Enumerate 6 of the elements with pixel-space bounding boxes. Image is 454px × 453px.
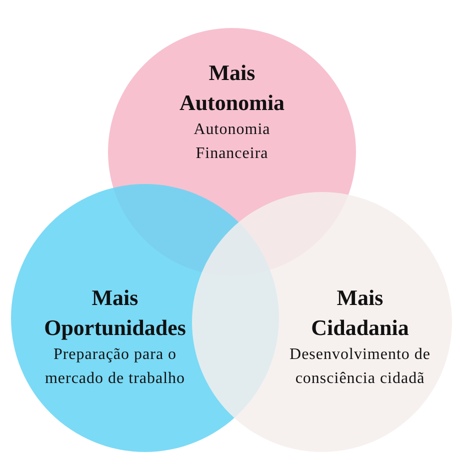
circle-heading: Mais Oportunidades (43, 284, 187, 342)
circle-heading: Mais Cidadania (310, 284, 410, 342)
circle-heading: Mais Autonomia (178, 59, 286, 117)
circle-description: Preparação para o mercado de trabalho (44, 345, 186, 389)
circle-description: Desenvolvimento de consciência cidadã (288, 345, 432, 389)
circle-description: Autonomia Financeira (192, 120, 272, 164)
